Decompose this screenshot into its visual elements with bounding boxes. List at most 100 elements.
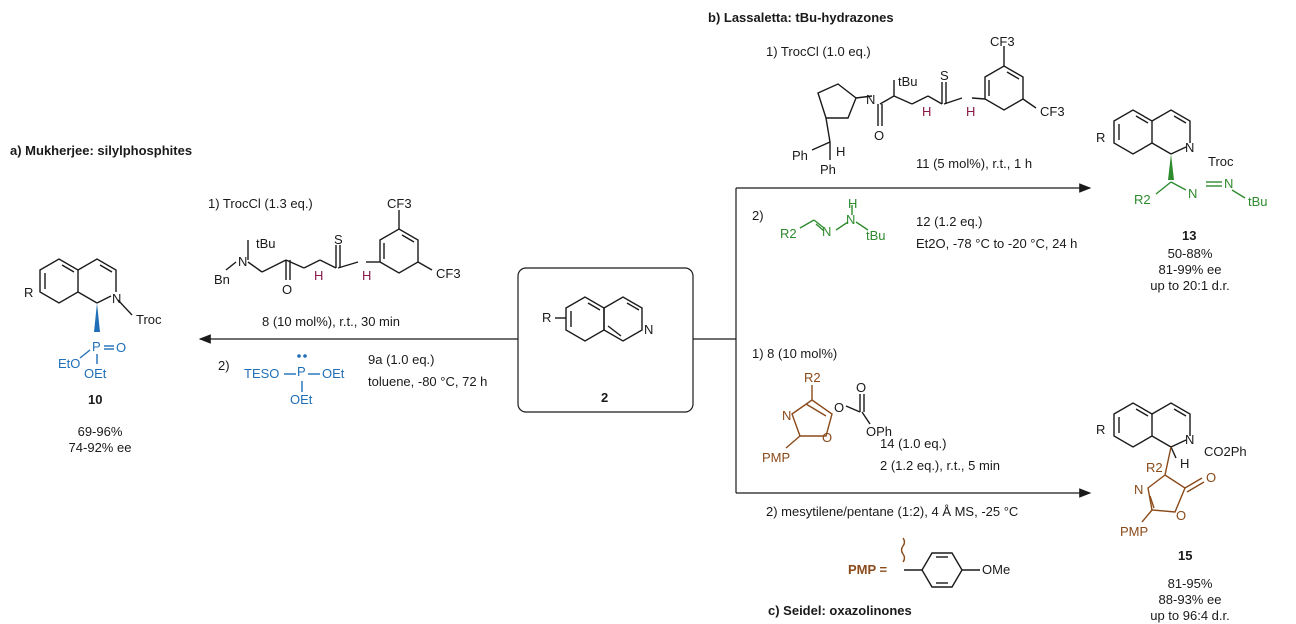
product-10-oet: OEt [84, 366, 107, 381]
oxazolinone-14-n: N [782, 408, 792, 423]
product-15-r2: R2 [1146, 460, 1163, 475]
catalyst-11-o: O [874, 128, 885, 143]
hydrazone-h: H [848, 196, 858, 211]
catalyst-8-tbu: tBu [256, 236, 276, 251]
section-a-reagent-caption: 9a (1.0 eq.) [368, 352, 435, 367]
product-13-number: 13 [1182, 228, 1197, 243]
section-c-title: c) Seidel: oxazolinones [768, 603, 912, 618]
product-10-yield: 69-96% [77, 424, 123, 439]
product-13-n1: N [1188, 186, 1198, 201]
product-15-structure [1113, 402, 1191, 459]
substrate-r-group: R [542, 310, 552, 325]
section-b-step2-prefix: 2) [752, 208, 764, 223]
phosphite-oet-right: OEt [322, 366, 345, 381]
section-c-step2: 2) mesytilene/pentane (1:2), 4 Å MS, -25… [766, 504, 1019, 519]
catalyst-8-bn: Bn [214, 272, 230, 287]
catalyst-8-nh2: H [362, 268, 372, 283]
oxazolinone-14-structure [785, 385, 833, 449]
section-a-step1: 1) TrocCl (1.3 eq.) [208, 196, 313, 211]
product-10-r: R [24, 285, 34, 300]
section-a-title: a) Mukherjee: silylphosphites [10, 143, 193, 158]
section-a-step2-prefix: 2) [218, 358, 230, 373]
catalyst-11-n: N [866, 92, 876, 107]
catalyst-11-cf3-right: CF3 [1040, 104, 1065, 119]
section-c-reagent-caption: 14 (1.0 eq.) [880, 436, 947, 451]
catalyst-8-structure [225, 210, 433, 280]
product-13-r: R [1096, 130, 1106, 145]
product-10-eto: EtO [58, 356, 81, 371]
section-b-reagent-caption: 12 (1.2 eq.) [916, 214, 983, 229]
product-13-n: N [1185, 140, 1195, 155]
section-b-catalyst-caption: 11 (5 mol%), r.t., 1 h [916, 156, 1033, 171]
phosphite-p: P [297, 364, 306, 379]
catalyst-8-nh1: H [314, 268, 324, 283]
product-13-troc: Troc [1208, 154, 1234, 169]
catalyst-8-n: N [238, 254, 248, 269]
section-b-title: b) Lassaletta: tBu-hydrazones [708, 10, 894, 25]
catalyst-8-cf3-top: CF3 [387, 196, 412, 211]
pmp-definition-label: PMP = [848, 562, 888, 577]
catalyst-11-tbu: tBu [898, 74, 918, 89]
product-15-yield: 81-95% [1167, 576, 1213, 591]
catalyst-11-nh2: H [966, 104, 976, 119]
product-10-o: O [116, 340, 127, 355]
product-15-n: N [1185, 432, 1195, 447]
oxazolinone-14-r2: R2 [804, 370, 821, 385]
catalyst-11-structure [811, 46, 1037, 160]
oxazolinone-14-oph: OPh [866, 424, 893, 439]
product-13-tbu: tBu [1248, 194, 1268, 209]
catalyst-8-cf3-right: CF3 [436, 266, 461, 281]
product-10-wedge [94, 303, 100, 332]
product-15-oxazolinone [1141, 446, 1205, 523]
phosphite-teso: TESO [244, 366, 280, 381]
phosphite-9a-structure [284, 373, 320, 392]
product-13-r2: R2 [1134, 192, 1151, 207]
product-15-carbonyl-o: O [1206, 470, 1217, 485]
catalyst-11-s: S [940, 68, 949, 83]
hydrazone-12-structure [799, 205, 869, 232]
product-15-r: R [1096, 422, 1106, 437]
oxazolinone-14-ring-o: O [822, 430, 833, 445]
hydrazone-n2: N [846, 212, 856, 227]
carbonate-group [845, 394, 871, 425]
catalyst-11-nh1: H [922, 104, 932, 119]
oxazolinone-14-pmp: PMP [762, 450, 791, 465]
section-a-conditions: toluene, -80 °C, 72 h [368, 374, 488, 389]
catalyst-11-ph2: Ph [820, 162, 836, 177]
section-b-conditions: Et2O, -78 °C to -20 °C, 24 h [916, 236, 1078, 251]
catalyst-11-cf3-top: CF3 [990, 34, 1015, 49]
phosphite-lone-pair [297, 354, 307, 358]
substrate-box [517, 267, 694, 413]
section-c-step1: 1) 8 (10 mol%) [752, 346, 838, 361]
product-10-phosphonate [79, 345, 114, 364]
oxazolinone-14-ester-o: O [834, 400, 845, 415]
product-10-ee: 74-92% ee [68, 440, 132, 455]
catalyst-8-s: S [334, 232, 343, 247]
section-b-step1: 1) TrocCl (1.0 eq.) [766, 44, 871, 59]
product-10-structure [39, 258, 133, 316]
isoquinoline-2-structure [555, 296, 643, 342]
product-15-number: 15 [1178, 548, 1193, 563]
product-13-yield: 50-88% [1167, 246, 1213, 261]
section-c-reagent2-caption: 2 (1.2 eq.), r.t., 5 min [880, 458, 1000, 473]
product-15-dr: up to 96:4 d.r. [1150, 608, 1230, 623]
product-10-troc: Troc [136, 312, 162, 327]
phosphite-oet-bottom: OEt [290, 392, 313, 407]
product-10-p: P [92, 339, 101, 354]
catalyst-11-ph1: Ph [792, 148, 808, 163]
substrate-number: 2 [601, 390, 609, 405]
substrate-nitrogen: N [644, 322, 654, 337]
product-13-dr: up to 20:1 d.r. [1150, 278, 1230, 293]
product-13-wedge [1168, 154, 1174, 180]
hydrazone-r2: R2 [780, 226, 797, 241]
product-13-n2: N [1224, 176, 1234, 191]
product-15-n-ring: N [1134, 482, 1144, 497]
oxazolinone-14-carbonyl-o: O [856, 380, 867, 395]
product-13-azo [1155, 181, 1246, 199]
pmp-definition-structure [900, 537, 980, 588]
product-13-ee: 81-99% ee [1158, 262, 1222, 277]
section-a-catalyst-caption: 8 (10 mol%), r.t., 30 min [262, 314, 400, 329]
catalyst-11-h: H [836, 144, 846, 159]
product-13-structure [1113, 109, 1191, 155]
